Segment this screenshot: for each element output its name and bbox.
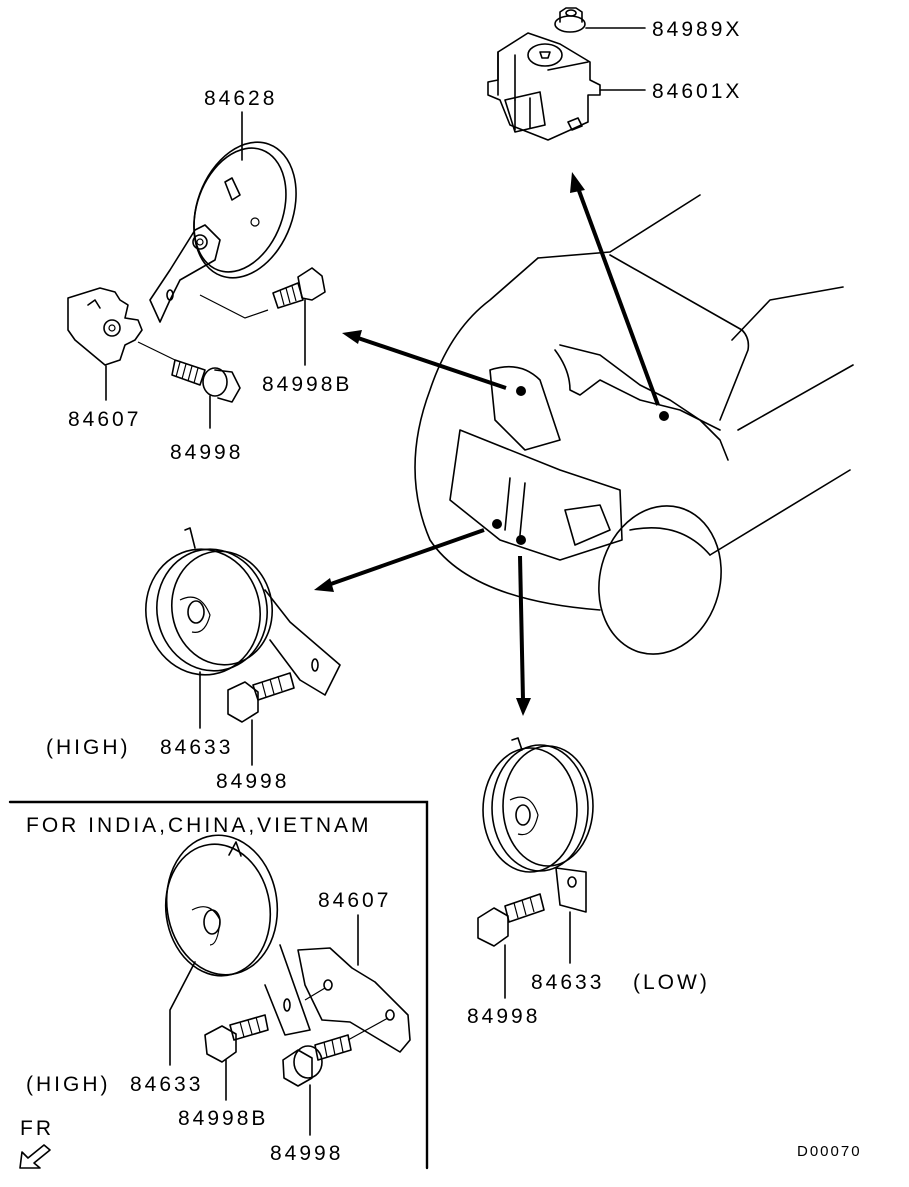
inset-callout-84998B: 84998B bbox=[178, 1107, 269, 1130]
vehicle-body-illustration bbox=[414, 194, 854, 655]
callout-84998-top: 84998 bbox=[170, 441, 244, 464]
mount-point-top-horn bbox=[516, 386, 526, 396]
callout-84998-low: 84998 bbox=[467, 1005, 541, 1028]
callout-84998B: 84998B bbox=[262, 373, 353, 396]
front-direction-arrow-icon bbox=[19, 1144, 51, 1169]
horn-relay-illustration bbox=[487, 32, 601, 141]
bolt-alignment-line bbox=[199, 294, 269, 319]
bolt-alignment-line-2 bbox=[137, 341, 176, 361]
horn-high-illustration bbox=[145, 527, 341, 696]
callout-84607: 84607 bbox=[68, 408, 142, 431]
callout-84633-low: 84633 bbox=[531, 971, 605, 994]
callout-84989X: 84989X bbox=[652, 18, 743, 41]
callout-84998-high: 84998 bbox=[216, 770, 290, 793]
mount-point-high-horn bbox=[492, 519, 502, 529]
relay-nut-illustration bbox=[554, 7, 586, 33]
bolt-84998-top-illustration bbox=[171, 359, 241, 403]
inset-callout-high-qualifier: (HIGH) bbox=[26, 1073, 111, 1096]
inset-callout-84998: 84998 bbox=[270, 1142, 344, 1165]
callout-84628: 84628 bbox=[204, 87, 278, 110]
horn-low-illustration bbox=[482, 737, 594, 913]
inset-bolt-84998B-illustration bbox=[204, 1014, 269, 1063]
bracket-84607-illustration bbox=[67, 287, 143, 366]
front-direction-label: FR bbox=[20, 1117, 54, 1140]
inset-horn-illustration bbox=[164, 834, 311, 1036]
leader-inset-84633 bbox=[169, 961, 196, 1066]
inset-box-border bbox=[8, 800, 429, 1170]
drawing-code: D00070 bbox=[797, 1143, 862, 1160]
inset-bolt-84998-illustration bbox=[282, 1034, 352, 1087]
callout-low-qualifier: (LOW) bbox=[633, 971, 710, 994]
inset-callout-84607: 84607 bbox=[318, 889, 392, 912]
bolt-84998-low-illustration bbox=[477, 893, 545, 947]
callout-high-qualifier: (HIGH) bbox=[46, 736, 131, 759]
callout-84633-high: 84633 bbox=[160, 736, 234, 759]
location-arrows bbox=[314, 172, 660, 716]
inset-title: FOR INDIA,CHINA,VIETNAM bbox=[26, 814, 372, 837]
bolt-84998-high-illustration bbox=[227, 672, 295, 723]
callout-84601X: 84601X bbox=[652, 80, 743, 103]
mount-point-low-horn bbox=[516, 535, 526, 545]
horn-84628-illustration bbox=[149, 141, 297, 323]
bolt-84998B-illustration bbox=[272, 267, 326, 309]
inset-bracket-illustration bbox=[297, 947, 411, 1053]
mount-point-relay bbox=[659, 411, 669, 421]
inset-callout-84633: 84633 bbox=[130, 1073, 204, 1096]
